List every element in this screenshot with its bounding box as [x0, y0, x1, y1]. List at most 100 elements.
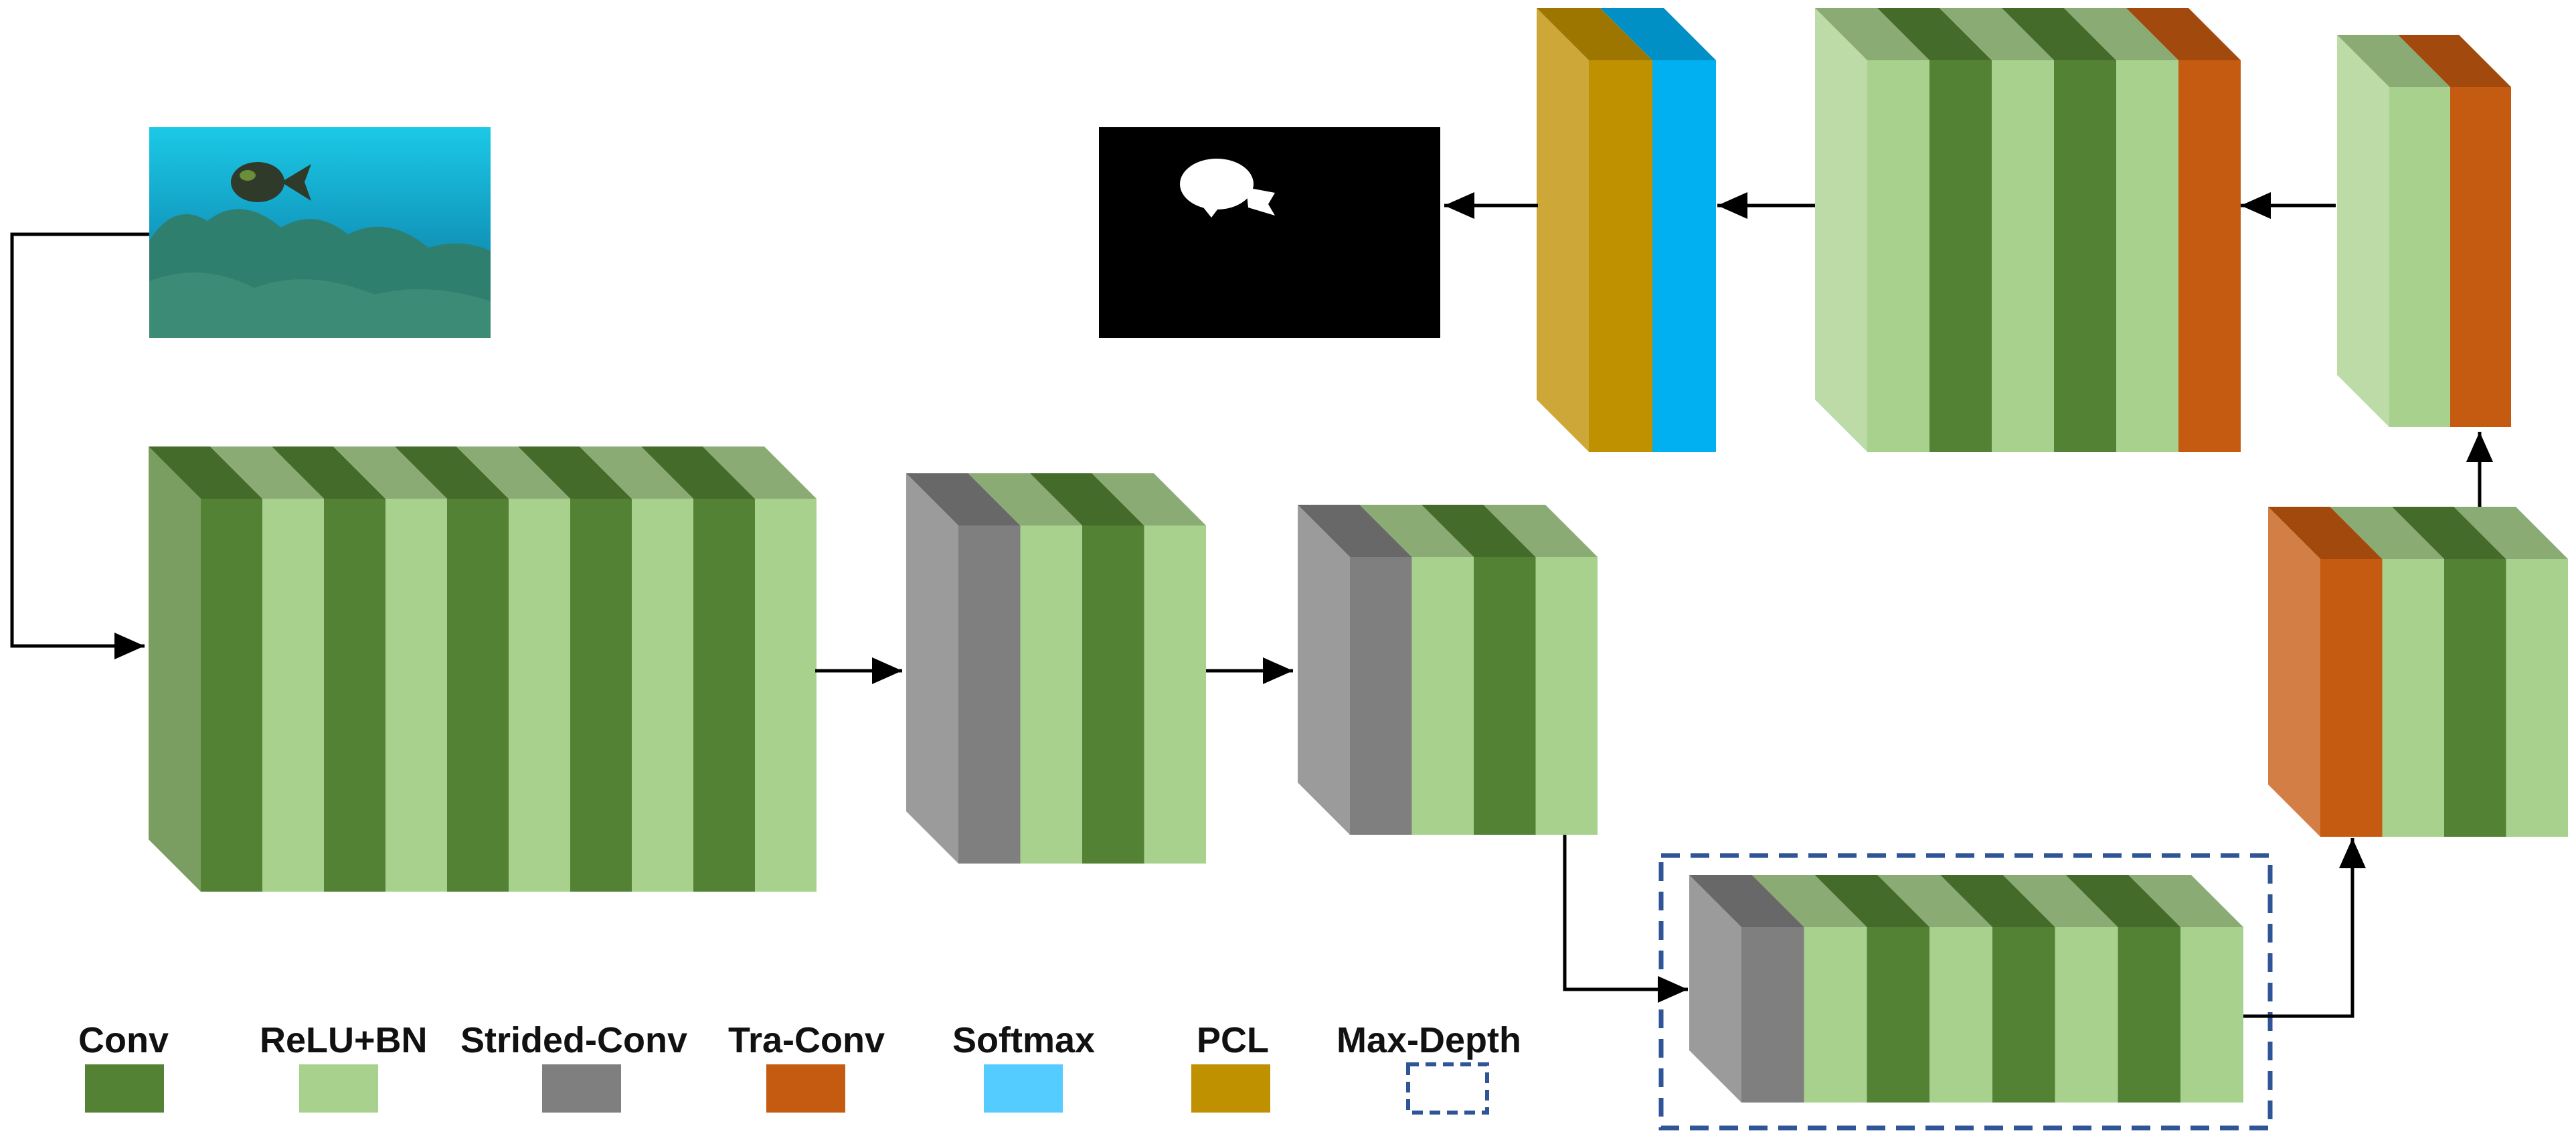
layer-relu-bn	[2180, 927, 2243, 1103]
block-decoder-1	[2268, 507, 2568, 837]
layer-relu-bn	[262, 499, 324, 892]
layer-relu-bn	[385, 499, 447, 892]
layer-top-relu-bn	[2337, 35, 2450, 87]
block-encoder-2	[906, 473, 1206, 864]
legend-label-relu-bn: ReLU+BN	[260, 1020, 428, 1060]
layer-top-strided-conv	[1689, 875, 1804, 927]
input-image	[149, 127, 491, 338]
layer-strided-conv	[1741, 927, 1804, 1103]
layer-top-relu-bn	[1815, 8, 1929, 60]
layer-top-relu-bn	[703, 446, 817, 499]
layer-conv	[201, 499, 262, 892]
layer-top-conv	[2392, 507, 2506, 559]
layer-tra-conv	[2450, 87, 2511, 427]
layer-relu-bn	[509, 499, 570, 892]
layer-relu-bn	[2389, 87, 2450, 427]
block-decoder-2	[2337, 35, 2511, 427]
layer-conv	[324, 499, 385, 892]
layer-blocks	[149, 8, 2568, 1103]
layer-top-relu-bn	[580, 446, 693, 499]
legend-swatch-pcl	[1191, 1064, 1270, 1113]
block-head	[1537, 8, 1716, 452]
legend-swatch-conv	[85, 1064, 164, 1113]
layer-top-relu-bn	[2454, 507, 2568, 559]
layer-top-tra-conv	[2126, 8, 2241, 60]
legend-swatch-softmax	[984, 1064, 1063, 1113]
arrow-input-to-encoder1	[10, 232, 149, 659]
block-bottleneck	[1689, 875, 2243, 1103]
layer-top-conv	[2065, 875, 2181, 927]
legend-swatch-max-depth	[1406, 1062, 1489, 1115]
layer-top-relu-bn	[1940, 8, 2054, 60]
layer-top-relu-bn	[968, 473, 1082, 525]
layer-top-relu-bn	[2330, 507, 2444, 559]
fish-icon	[231, 162, 311, 202]
layer-top-conv	[641, 446, 755, 499]
layer-top-relu-bn	[1751, 875, 1867, 927]
layer-relu-bn	[1992, 60, 2054, 452]
layer-top-relu-bn	[1359, 505, 1474, 557]
layer-relu-bn	[2506, 559, 2568, 837]
arrow-encoder3-to-bottleneck	[1563, 835, 1688, 1003]
legend-swatch-relu-bn	[299, 1064, 378, 1113]
layer-relu-bn	[1020, 525, 1082, 864]
block-side-face	[1815, 8, 1867, 452]
layer-relu-bn	[1867, 60, 1929, 452]
legend-swatch-tra-conv	[766, 1064, 845, 1113]
layer-top-relu-bn	[2002, 875, 2118, 927]
fish-silhouette-icon	[1180, 159, 1275, 218]
layer-top-conv	[1030, 473, 1144, 525]
layer-top-conv	[1940, 875, 2055, 927]
layer-top-strided-conv	[906, 473, 1021, 525]
block-side-face	[2337, 35, 2389, 427]
layer-relu-bn	[2382, 559, 2444, 837]
layer-top-tra-conv	[2398, 35, 2511, 87]
block-side-face	[149, 446, 201, 892]
layer-relu-bn	[755, 499, 817, 892]
output-mask-image	[1099, 127, 1440, 338]
connectors	[10, 192, 2493, 1018]
layer-relu-bn	[1144, 525, 1206, 864]
layer-conv	[693, 499, 755, 892]
layer-top-tra-conv	[2268, 507, 2383, 559]
block-side-face	[906, 473, 958, 864]
layer-top-relu-bn	[1483, 505, 1598, 557]
layer-conv	[570, 499, 632, 892]
block-encoder-1	[149, 446, 817, 892]
layer-top-conv	[395, 446, 509, 499]
layer-relu-bn	[2116, 60, 2178, 452]
layer-strided-conv	[958, 525, 1021, 864]
layer-top-conv	[149, 446, 262, 499]
layer-conv	[1992, 927, 2055, 1103]
layer-conv	[2118, 927, 2181, 1103]
layer-softmax	[1652, 60, 1716, 452]
arrow-bottleneck-to-decoder1	[2243, 838, 2366, 1018]
layer-top-conv	[1877, 8, 1992, 60]
layer-top-relu-bn	[333, 446, 447, 499]
layer-tra-conv	[2320, 559, 2383, 837]
block-side-face	[1298, 505, 1350, 835]
layer-relu-bn	[1804, 927, 1867, 1103]
layer-top-conv	[518, 446, 632, 499]
layer-top-conv	[272, 446, 385, 499]
layer-relu-bn	[1929, 927, 1992, 1103]
layer-pcl	[1589, 60, 1652, 452]
layer-top-relu-bn	[456, 446, 570, 499]
layer-conv	[1082, 525, 1144, 864]
block-side-face	[1689, 875, 1741, 1103]
legend-swatch-strided-conv	[542, 1064, 621, 1113]
layer-top-softmax	[1600, 8, 1716, 60]
legend-label-pcl: PCL	[1197, 1020, 1269, 1060]
layer-top-relu-bn	[210, 446, 324, 499]
layer-top-relu-bn	[1877, 875, 1992, 927]
layer-strided-conv	[1350, 557, 1412, 835]
layer-top-conv	[1422, 505, 1536, 557]
block-encoder-3	[1298, 505, 1598, 835]
layer-top-conv	[1814, 875, 1930, 927]
block-side-face	[1537, 8, 1589, 452]
legend-label-conv: Conv	[78, 1020, 169, 1060]
layer-conv	[1867, 927, 1930, 1103]
block-side-face	[2268, 507, 2320, 837]
